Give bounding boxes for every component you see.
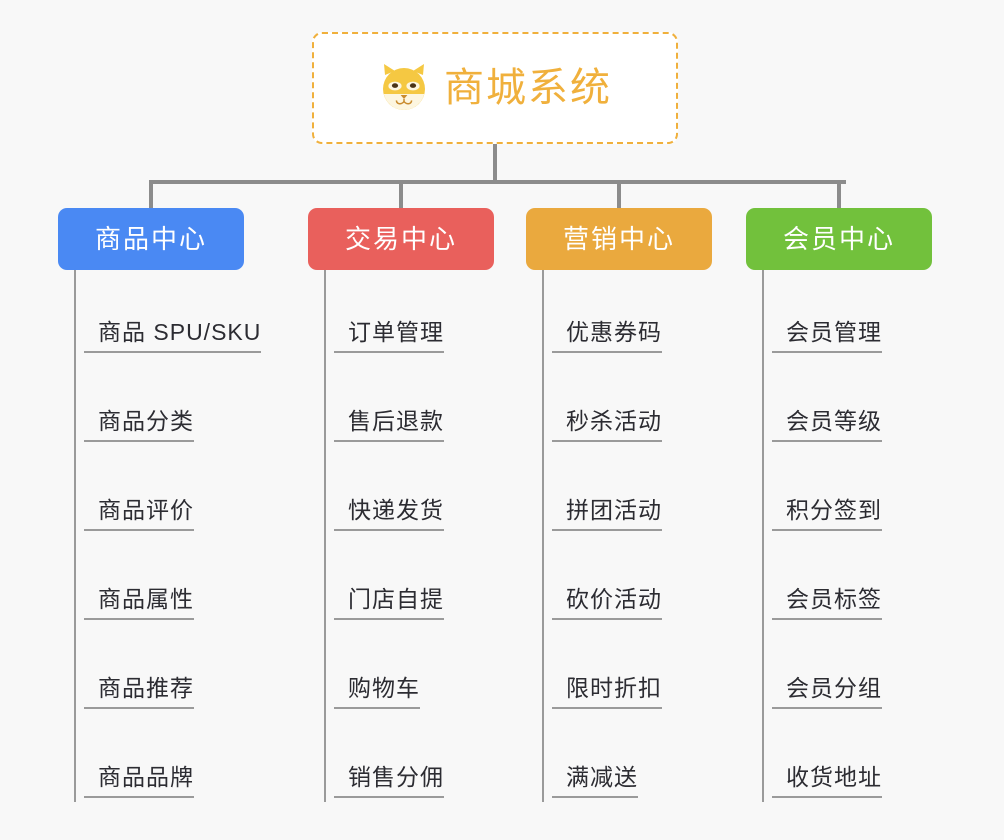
leaf-label: 秒杀活动 bbox=[552, 408, 662, 442]
horizontal-bus-connector bbox=[149, 180, 846, 184]
leaf-label: 会员分组 bbox=[772, 675, 882, 709]
branch-drop-connector-3 bbox=[617, 182, 621, 208]
leaf-item[interactable]: 会员管理 bbox=[762, 270, 932, 359]
leaf-label: 商品分类 bbox=[84, 408, 194, 442]
leaf-item[interactable]: 商品分类 bbox=[74, 359, 261, 448]
category-header-4[interactable]: 会员中心 bbox=[746, 208, 932, 270]
leaf-label: 订单管理 bbox=[334, 319, 444, 353]
leaf-item[interactable]: 商品推荐 bbox=[74, 626, 261, 715]
leaf-trunk-1 bbox=[74, 270, 76, 802]
category-label-3: 营销中心 bbox=[562, 224, 675, 254]
leaf-trunk-2 bbox=[324, 270, 326, 802]
leaf-label: 限时折扣 bbox=[552, 675, 662, 709]
category-header-3[interactable]: 营销中心 bbox=[526, 208, 712, 270]
leaf-trunk-4 bbox=[762, 270, 764, 802]
leaf-item[interactable]: 积分签到 bbox=[762, 448, 932, 537]
leaf-item[interactable]: 会员标签 bbox=[762, 537, 932, 626]
leaf-label: 砍价活动 bbox=[552, 586, 662, 620]
leaf-item[interactable]: 销售分佣 bbox=[324, 715, 494, 804]
leaf-item[interactable]: 优惠券码 bbox=[542, 270, 712, 359]
leaf-stack-2: 订单管理 售后退款 快递发货 门店自提 购物车 销售分佣 bbox=[324, 270, 494, 804]
leaf-label: 会员等级 bbox=[772, 408, 882, 442]
leaf-label: 商品品牌 bbox=[84, 764, 194, 798]
leaf-item[interactable]: 商品评价 bbox=[74, 448, 261, 537]
leaf-item[interactable]: 会员等级 bbox=[762, 359, 932, 448]
leaf-item[interactable]: 商品属性 bbox=[74, 537, 261, 626]
leaf-item[interactable]: 门店自提 bbox=[324, 537, 494, 626]
leaf-label: 销售分佣 bbox=[334, 764, 444, 798]
leaf-item[interactable]: 限时折扣 bbox=[542, 626, 712, 715]
leaf-item[interactable]: 购物车 bbox=[324, 626, 494, 715]
root-title: 商城系统 bbox=[444, 66, 612, 110]
leaf-item[interactable]: 满减送 bbox=[542, 715, 712, 804]
leaf-label: 拼团活动 bbox=[552, 497, 662, 531]
leaf-stack-4: 会员管理 会员等级 积分签到 会员标签 会员分组 收货地址 bbox=[762, 270, 932, 804]
branch-drop-connector-4 bbox=[837, 182, 841, 208]
leaf-item[interactable]: 商品品牌 bbox=[74, 715, 261, 804]
leaf-label: 购物车 bbox=[334, 675, 420, 709]
leaf-label: 门店自提 bbox=[334, 586, 444, 620]
leaf-label: 优惠券码 bbox=[552, 319, 662, 353]
leaf-label: 会员标签 bbox=[772, 586, 882, 620]
leaf-label: 快递发货 bbox=[334, 497, 444, 531]
leaf-item[interactable]: 收货地址 bbox=[762, 715, 932, 804]
branch-column-4: 会员中心 会员管理 会员等级 积分签到 会员标签 会员分组 收货地址 bbox=[746, 182, 932, 804]
branch-column-1: 商品中心 商品 SPU/SKU 商品分类 商品评价 商品属性 商品推荐 商品品牌 bbox=[58, 182, 262, 804]
leaf-item[interactable]: 会员分组 bbox=[762, 626, 932, 715]
leaf-item[interactable]: 快递发货 bbox=[324, 448, 494, 537]
branch-drop-connector-1 bbox=[149, 182, 153, 208]
leaf-label: 商品 SPU/SKU bbox=[84, 319, 262, 353]
leaf-label: 商品属性 bbox=[84, 586, 194, 620]
category-header-1[interactable]: 商品中心 bbox=[58, 208, 244, 270]
category-label-4: 会员中心 bbox=[782, 224, 895, 254]
leaf-stack-3: 优惠券码 秒杀活动 拼团活动 砍价活动 限时折扣 满减送 bbox=[542, 270, 712, 804]
leaf-trunk-3 bbox=[542, 270, 544, 802]
leaf-label: 满减送 bbox=[552, 764, 638, 798]
leaf-stack-1: 商品 SPU/SKU 商品分类 商品评价 商品属性 商品推荐 商品品牌 bbox=[74, 270, 262, 804]
leaf-item[interactable]: 售后退款 bbox=[324, 359, 494, 448]
category-header-2[interactable]: 交易中心 bbox=[308, 208, 494, 270]
branch-drop-connector-2 bbox=[399, 182, 403, 208]
leaf-item[interactable]: 拼团活动 bbox=[542, 448, 712, 537]
branch-column-3: 营销中心 优惠券码 秒杀活动 拼团活动 砍价活动 限时折扣 满减送 bbox=[526, 182, 712, 804]
shiba-dog-icon bbox=[378, 62, 430, 114]
leaf-label: 收货地址 bbox=[772, 764, 882, 798]
leaf-label: 会员管理 bbox=[772, 319, 882, 353]
leaf-label: 商品评价 bbox=[84, 497, 194, 531]
root-node[interactable]: 商城系统 bbox=[312, 32, 678, 144]
root-stem-connector bbox=[493, 144, 497, 182]
leaf-label: 积分签到 bbox=[772, 497, 882, 531]
category-label-2: 交易中心 bbox=[344, 224, 457, 254]
branch-column-2: 交易中心 订单管理 售后退款 快递发货 门店自提 购物车 销售分佣 bbox=[308, 182, 494, 804]
leaf-item[interactable]: 订单管理 bbox=[324, 270, 494, 359]
leaf-label: 售后退款 bbox=[334, 408, 444, 442]
leaf-item[interactable]: 秒杀活动 bbox=[542, 359, 712, 448]
leaf-item[interactable]: 砍价活动 bbox=[542, 537, 712, 626]
leaf-label: 商品推荐 bbox=[84, 675, 194, 709]
category-label-1: 商品中心 bbox=[94, 224, 207, 254]
leaf-item[interactable]: 商品 SPU/SKU bbox=[74, 270, 262, 359]
